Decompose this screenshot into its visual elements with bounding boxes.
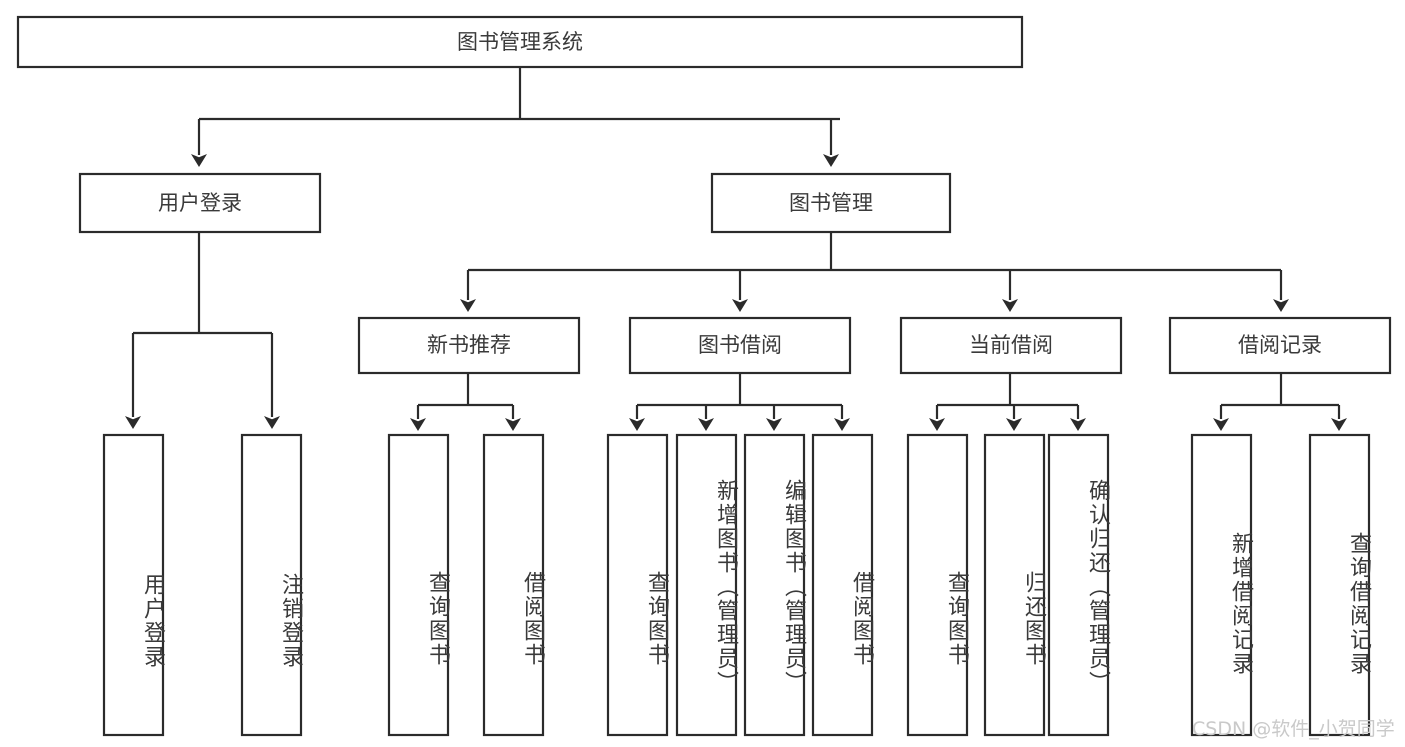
node-new-book-recommend[interactable]: 新书推荐 xyxy=(357,316,581,375)
node-root-label: 图书管理系统 xyxy=(457,30,583,54)
leaf-box-user-login[interactable] xyxy=(102,433,165,737)
node-root[interactable]: 图书管理系统 xyxy=(16,15,1024,69)
node-user-login[interactable]: 用户登录 xyxy=(78,172,322,234)
node-new-book-recommend-label: 新书推荐 xyxy=(427,333,511,357)
leaf-box-search-book-newbook[interactable] xyxy=(387,433,450,737)
leaf-box-borrow-book[interactable] xyxy=(811,433,874,737)
csdn-watermark: CSDN @软件_小贺同学 xyxy=(1192,718,1395,740)
node-current-borrow-label: 当前借阅 xyxy=(969,333,1053,357)
node-book-borrow-label: 图书借阅 xyxy=(698,333,782,357)
node-book-management-label: 图书管理 xyxy=(789,191,873,215)
node-borrow-record[interactable]: 借阅记录 xyxy=(1168,316,1392,375)
leaf-box-search-borrow-record[interactable] xyxy=(1308,433,1371,737)
leaf-box-search-book-current[interactable] xyxy=(906,433,969,737)
leaf-box-return-book[interactable] xyxy=(983,433,1046,737)
leaf-box-group xyxy=(102,433,1371,737)
node-book-borrow[interactable]: 图书借阅 xyxy=(628,316,852,375)
leaf-box-search-book-borrow[interactable] xyxy=(606,433,669,737)
leaf-box-edit-book-admin[interactable] xyxy=(743,433,806,737)
node-borrow-record-label: 借阅记录 xyxy=(1238,333,1322,357)
connector-group xyxy=(125,67,1347,431)
leaf-box-confirm-return-admin[interactable] xyxy=(1047,433,1110,737)
node-user-login-label: 用户登录 xyxy=(158,191,242,215)
node-current-borrow[interactable]: 当前借阅 xyxy=(899,316,1123,375)
leaf-box-logout[interactable] xyxy=(240,433,303,737)
node-book-management[interactable]: 图书管理 xyxy=(710,172,952,234)
leaf-box-add-book-admin[interactable] xyxy=(675,433,738,737)
leaf-box-borrow-book-newbook[interactable] xyxy=(482,433,545,737)
leaf-box-add-borrow-record[interactable] xyxy=(1190,433,1253,737)
